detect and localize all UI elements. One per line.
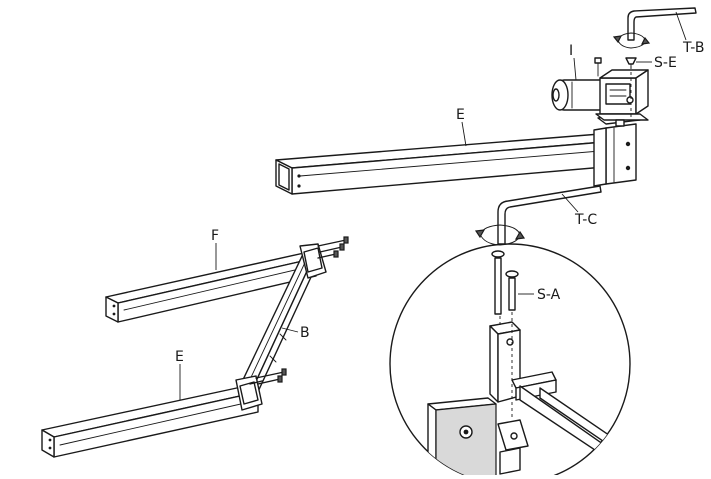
callouts: T-B I S-E E T-C S-A F B E [175,11,704,400]
bolts-top-right [317,236,349,259]
label-t-c: T-C [574,212,597,228]
detail-circle [389,185,631,479]
label-b: B [300,325,310,341]
screw-s-e [625,57,637,118]
label-s-e: S-E [654,55,677,71]
label-t-b: T-B [682,40,704,56]
bottom-beam-f [105,252,317,323]
bolts-bottom [249,368,287,385]
diagonal-brace-b [235,243,327,411]
label-e-bottom: E [175,349,184,365]
top-beam-e [275,133,617,195]
hex-key-t-b [612,7,697,49]
label-f: F [211,228,219,244]
bottom-beam-e [41,385,259,458]
label-s-a: S-A [537,287,561,303]
hex-key-t-c [474,185,602,246]
label-e-top: E [456,107,465,123]
motor-i [551,57,649,127]
screw-s-a [491,250,519,315]
label-i: I [569,43,573,59]
